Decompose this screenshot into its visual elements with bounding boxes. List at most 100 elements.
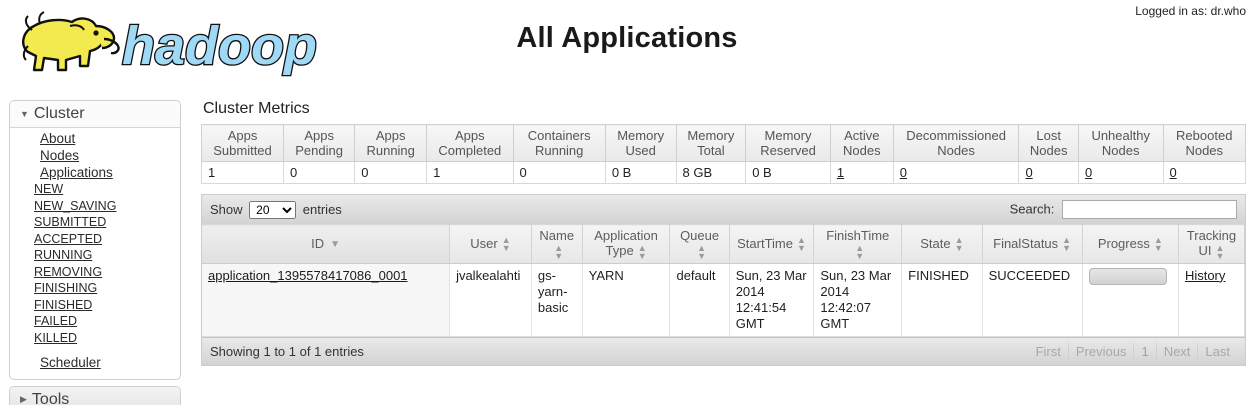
list-item: Applications bbox=[40, 164, 180, 181]
sidebar-item-state-removing[interactable]: REMOVING bbox=[34, 264, 103, 279]
val-apps-submitted: 1 bbox=[200, 161, 285, 184]
sidebar-item-state-running[interactable]: RUNNING bbox=[34, 248, 93, 262]
sidebar-item-state-killed[interactable]: KILLED bbox=[34, 330, 78, 345]
col-header-user-label: User bbox=[470, 235, 498, 251]
col-header-tracking-ui-label: Tracking UI bbox=[1186, 228, 1237, 258]
applications-datatable: Show 20 40 60 80 100 entries Search: bbox=[201, 194, 1246, 366]
col-lost-nodes: Lost Nodes bbox=[1018, 124, 1079, 162]
list-item: REMOVING bbox=[34, 264, 180, 281]
col-header-finishtime[interactable]: FinishTime▲▼ bbox=[813, 224, 903, 264]
val-active-nodes[interactable]: 1 bbox=[836, 165, 845, 180]
cell-finalstatus: SUCCEEDED bbox=[982, 263, 1083, 337]
sidebar-item-state-finishing[interactable]: FINISHING bbox=[34, 281, 98, 295]
col-header-starttime[interactable]: StartTime▲▼ bbox=[729, 224, 815, 264]
cell-id: application_1395578417086_0001 bbox=[202, 263, 451, 337]
sidebar-section-cluster[interactable]: ▼ Cluster bbox=[10, 101, 180, 128]
col-header-application-type[interactable]: Application Type▲▼ bbox=[582, 224, 671, 264]
list-item: FINISHED bbox=[34, 297, 180, 314]
application-state-list: NEW NEW_SAVING SUBMITTED ACCEPTED RUNNIN… bbox=[10, 181, 180, 346]
sidebar-item-scheduler[interactable]: Scheduler bbox=[40, 355, 101, 370]
val-decommissioned-nodes[interactable]: 0 bbox=[899, 165, 907, 180]
val-apps-pending: 0 bbox=[283, 161, 356, 184]
sidebar-item-nodes[interactable]: Nodes bbox=[40, 148, 80, 163]
sidebar-item-applications[interactable]: Applications bbox=[40, 165, 113, 180]
sidebar: ▼ Cluster About Nodes Applications NEW bbox=[9, 100, 181, 405]
nav-panel-tools: ▶Tools bbox=[9, 386, 181, 405]
sidebar-item-state-accepted[interactable]: ACCEPTED bbox=[34, 231, 103, 246]
triangle-down-icon: ▼ bbox=[20, 108, 29, 119]
table-header-row: ID▼ User▲▼ Name▲▼ Application Type▲▼ Que bbox=[202, 224, 1246, 264]
cluster-metrics-table: Apps Submitted Apps Pending Apps Running… bbox=[200, 124, 1246, 184]
cell-name: gs-yarn-basic bbox=[531, 263, 583, 337]
search-input[interactable] bbox=[1062, 200, 1237, 219]
cell-tracking-ui: History bbox=[1178, 263, 1246, 337]
sort-both-icon: ▲▼ bbox=[954, 235, 964, 254]
sidebar-item-state-submitted[interactable]: SUBMITTED bbox=[34, 215, 107, 229]
search-control: Search: bbox=[1010, 200, 1237, 219]
entries-per-page-select[interactable]: 20 40 60 80 100 bbox=[249, 200, 297, 219]
val-apps-running: 0 bbox=[354, 161, 428, 184]
pagination-next[interactable]: Next bbox=[1155, 342, 1198, 360]
val-memory-used: 0 B bbox=[604, 161, 677, 184]
cell-starttime: Sun, 23 Mar 2014 12:41:54 GMT bbox=[729, 263, 815, 337]
sidebar-item-about[interactable]: About bbox=[40, 131, 76, 146]
scheduler-link-list: Scheduler bbox=[10, 354, 180, 371]
main-content: Cluster Metrics Apps Submitted Apps Pend… bbox=[200, 92, 1246, 366]
val-lost-nodes[interactable]: 0 bbox=[1025, 165, 1033, 180]
cluster-metrics-title: Cluster Metrics bbox=[203, 100, 310, 117]
elephant-icon bbox=[22, 11, 120, 72]
pagination-first[interactable]: First bbox=[1035, 343, 1061, 359]
val-rebooted-nodes[interactable]: 0 bbox=[1169, 165, 1177, 180]
col-apps-running: Apps Running bbox=[354, 124, 428, 162]
col-header-id[interactable]: ID▼ bbox=[202, 224, 451, 264]
col-header-state[interactable]: State▲▼ bbox=[901, 224, 983, 264]
entries-label: entries bbox=[302, 201, 342, 217]
col-header-finishtime-label: FinishTime bbox=[826, 228, 890, 243]
col-header-application-type-label: Application Type bbox=[594, 228, 658, 258]
sidebar-item-state-new-saving[interactable]: NEW_SAVING bbox=[34, 198, 117, 213]
list-item: SUBMITTED bbox=[34, 214, 180, 231]
sidebar-section-cluster-label: Cluster bbox=[33, 105, 85, 122]
col-apps-submitted: Apps Submitted bbox=[200, 124, 285, 162]
col-header-finalstatus[interactable]: FinalStatus▲▼ bbox=[982, 224, 1083, 264]
col-header-tracking-ui[interactable]: Tracking UI▲▼ bbox=[1178, 224, 1246, 264]
col-decommissioned-nodes: Decommissioned Nodes bbox=[892, 124, 1020, 162]
col-header-finalstatus-label: FinalStatus bbox=[993, 235, 1059, 251]
col-header-progress[interactable]: Progress▲▼ bbox=[1082, 224, 1179, 264]
val-memory-reserved: 0 B bbox=[745, 161, 831, 184]
list-item: NEW_SAVING bbox=[34, 198, 180, 215]
list-item: NEW bbox=[34, 181, 180, 198]
applications-table: ID▼ User▲▼ Name▲▼ Application Type▲▼ Que bbox=[202, 224, 1246, 337]
tracking-ui-link[interactable]: History bbox=[1184, 267, 1226, 283]
sidebar-section-tools-label: Tools bbox=[31, 391, 70, 405]
application-id-link[interactable]: application_1395578417086_0001 bbox=[208, 267, 408, 283]
sidebar-item-state-new[interactable]: NEW bbox=[34, 182, 64, 196]
col-header-name[interactable]: Name▲▼ bbox=[531, 224, 583, 264]
col-active-nodes: Active Nodes bbox=[829, 124, 894, 162]
col-header-queue[interactable]: Queue▲▼ bbox=[669, 224, 730, 264]
sidebar-item-state-failed[interactable]: FAILED bbox=[34, 314, 78, 328]
hadoop-logo[interactable]: hadoop bbox=[10, 6, 320, 86]
page-title: All Applications bbox=[516, 22, 738, 54]
search-label: Search: bbox=[1009, 201, 1055, 217]
pagination-last[interactable]: Last bbox=[1197, 342, 1237, 360]
pagination-page-1[interactable]: 1 bbox=[1133, 342, 1155, 360]
pagination-previous[interactable]: Previous bbox=[1067, 342, 1134, 360]
table-info: Showing 1 to 1 of 1 entries bbox=[210, 343, 364, 359]
col-apps-completed: Apps Completed bbox=[426, 124, 514, 162]
list-item: ACCEPTED bbox=[34, 231, 180, 248]
sidebar-section-tools[interactable]: ▶Tools bbox=[10, 387, 180, 405]
progress-bar bbox=[1088, 267, 1167, 285]
col-header-state-label: State bbox=[920, 235, 951, 251]
sort-both-icon: ▲▼ bbox=[855, 242, 865, 261]
pagination: First Previous 1 Next Last bbox=[1029, 342, 1237, 360]
nav-panel-cluster: ▼ Cluster About Nodes Applications NEW bbox=[9, 100, 181, 380]
sidebar-item-state-finished[interactable]: FINISHED bbox=[34, 297, 93, 312]
page-length-control: Show 20 40 60 80 100 entries bbox=[210, 200, 342, 219]
cell-user: jvalkealahti bbox=[449, 263, 532, 337]
val-unhealthy-nodes[interactable]: 0 bbox=[1084, 165, 1093, 180]
sort-both-icon: ▲▼ bbox=[501, 235, 511, 254]
col-header-user[interactable]: User▲▼ bbox=[449, 224, 532, 264]
val-apps-completed: 1 bbox=[426, 161, 514, 184]
datatable-toolbar: Show 20 40 60 80 100 entries Search: bbox=[202, 195, 1245, 224]
